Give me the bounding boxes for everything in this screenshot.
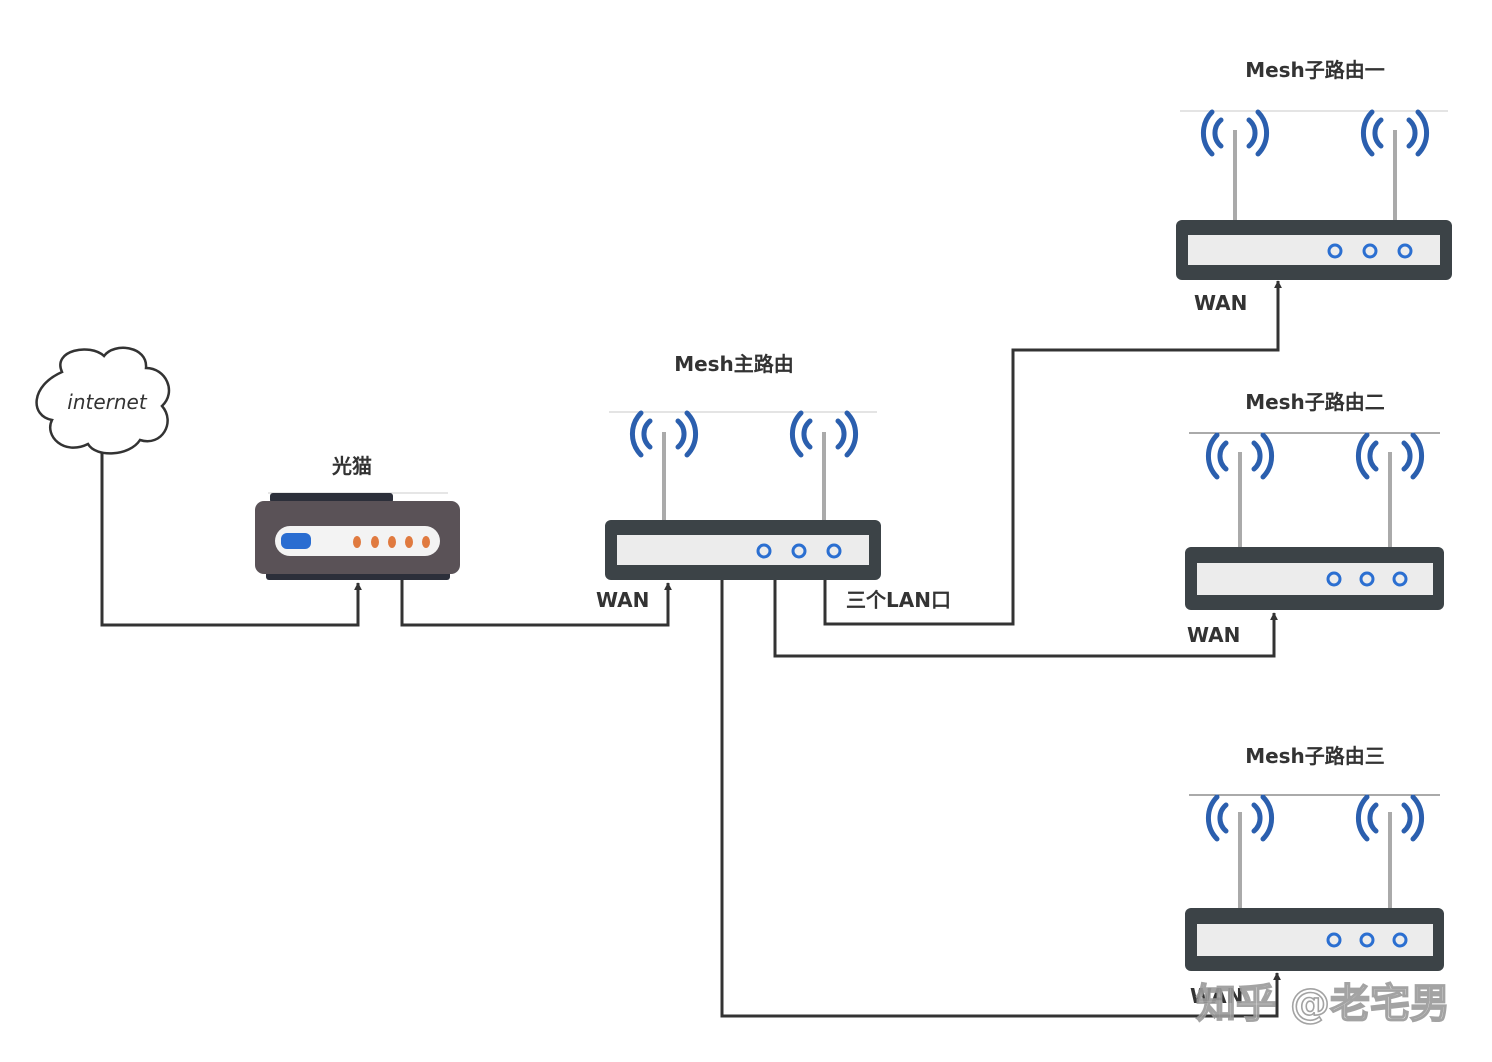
router-panel — [1197, 924, 1433, 956]
led-ring-icon — [791, 543, 807, 559]
sub-router-title: Mesh子路由一 — [1245, 58, 1385, 82]
cloud-icon — [35, 346, 171, 455]
sub-router-title: Mesh子路由三 — [1245, 744, 1385, 768]
sub-router-3-icon — [1185, 794, 1444, 971]
led-ring-icon — [1392, 932, 1408, 948]
modem-title: 光猫 — [331, 454, 372, 478]
main-router-lan-label: 三个LAN口 — [846, 588, 951, 612]
sub-router-2-icon — [1185, 432, 1444, 610]
main-router-title: Mesh主路由 — [674, 352, 794, 376]
router-panel — [1188, 235, 1440, 265]
modem-top-cap — [270, 493, 393, 503]
led-ring-icon — [1359, 571, 1375, 587]
signal-icon — [1205, 794, 1425, 842]
led-ring-icon — [1392, 571, 1408, 587]
signal-icon — [1200, 109, 1430, 157]
sub-router-1-icon — [1176, 109, 1452, 280]
main-router-icon — [605, 410, 881, 580]
sub-router-3: Mesh子路由三 WAN — [1185, 744, 1444, 1008]
main-router: Mesh主路由 WAN 三个LAN口 — [596, 352, 951, 612]
link-main-lan-to-sub-2 — [773, 578, 1278, 658]
signal-icon — [1205, 432, 1425, 480]
led-ring-icon — [1326, 571, 1342, 587]
router-panel — [617, 535, 869, 565]
led-ring-icon — [1359, 932, 1375, 948]
sub-router-wan-label: WAN — [1194, 291, 1247, 315]
link-internet-to-modem — [100, 450, 362, 627]
modem-led-icon — [371, 536, 379, 548]
watermark: 知乎 @老宅男 — [1196, 981, 1450, 1027]
main-router-wan-label: WAN — [596, 588, 649, 612]
led-ring-icon — [1362, 243, 1378, 259]
link-main-lan-to-sub-1 — [823, 280, 1282, 626]
internet-cloud: internet — [35, 346, 171, 455]
modem-led-icon — [405, 536, 413, 548]
led-ring-icon — [1327, 243, 1343, 259]
led-ring-icon — [756, 543, 772, 559]
sub-router-wan-label: WAN — [1190, 984, 1243, 1008]
sub-router-2: Mesh子路由二 WAN — [1185, 390, 1444, 647]
sub-router-1: Mesh子路由一 WAN — [1176, 58, 1452, 315]
modem-port-icon — [281, 533, 311, 549]
link-main-lan-to-sub-3 — [720, 578, 1281, 1018]
modem-led-icon — [422, 536, 430, 548]
signal-icon — [629, 410, 859, 458]
modem-led-icon — [388, 536, 396, 548]
led-ring-icon — [1397, 243, 1413, 259]
router-panel — [1197, 563, 1433, 595]
cloud-label: internet — [67, 390, 148, 414]
link-modem-to-main-wan — [400, 580, 672, 627]
led-ring-icon — [1326, 932, 1342, 948]
led-ring-icon — [826, 543, 842, 559]
modem-led-icon — [353, 536, 361, 548]
optical-modem: 光猫 — [255, 454, 460, 580]
sub-router-wan-label: WAN — [1187, 623, 1240, 647]
sub-router-title: Mesh子路由二 — [1245, 390, 1385, 414]
